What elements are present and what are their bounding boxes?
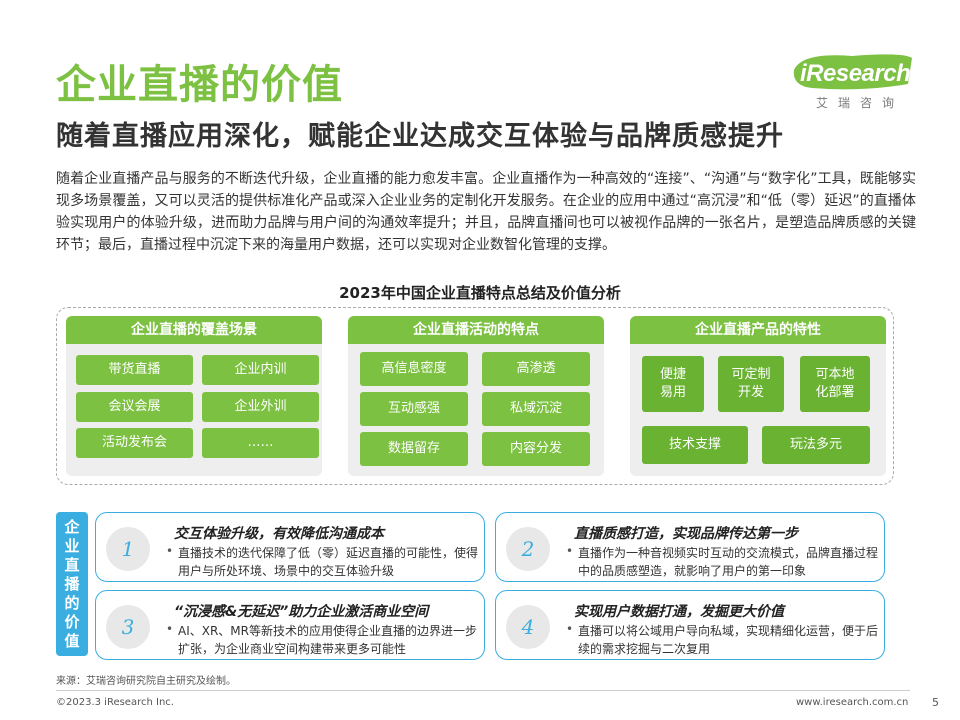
card-title: “沉浸感&无延迟”助力企业激活商业空间: [174, 604, 429, 620]
chip-item: ……: [202, 428, 319, 458]
card-title: 直播质感打造，实现品牌传达第一步: [574, 526, 798, 542]
label-char: 直: [64, 555, 80, 574]
chip-item: 会议会展: [76, 392, 193, 422]
chip-item: 活动发布会: [76, 428, 193, 458]
card-title: 交互体验升级，有效降低沟通成本: [174, 526, 384, 542]
chip-item: 高信息密度: [360, 352, 468, 386]
panel-title: 企业直播的覆盖场景: [66, 316, 322, 344]
value-section-label: 企 业 直 播 的 价 值: [56, 512, 88, 656]
label-char: 业: [64, 536, 80, 555]
chip-item: 内容分发: [482, 432, 590, 466]
chip-item: 玩法多元: [762, 426, 870, 464]
logo-text: iResearch: [800, 60, 911, 87]
diagram-frame: [56, 307, 894, 485]
chip-item: 数据留存: [360, 432, 468, 466]
card-number-badge: 3: [106, 605, 150, 649]
panel-title: 企业直播活动的特点: [348, 316, 604, 344]
panel-activity-features: 企业直播活动的特点 高信息密度 高渗透 互动感强 私域沉淀 数据留存 内容分发: [348, 316, 604, 476]
card-number-badge: 2: [506, 527, 550, 571]
logo-cn-text: 艾瑞咨询: [816, 96, 905, 110]
card-number-badge: 1: [106, 527, 150, 571]
chip-item: 带货直播: [76, 355, 193, 385]
chip-item: 可定制 开发: [718, 356, 784, 412]
label-char: 的: [64, 593, 80, 612]
card-text: 直播技术的迭代保障了低（零）延迟直播的可能性，使得用户与所处环境、场景中的交互体…: [178, 546, 479, 578]
chip-item: 私域沉淀: [482, 392, 590, 426]
bullet-icon: •: [166, 544, 174, 558]
card-text: 直播作为一种音视频实时互动的交流模式，品牌直播过程中的品质感塑造，就影响了用户的…: [578, 546, 879, 578]
card-title: 实现用户数据打通，发掘更大价值: [574, 604, 784, 620]
source-note: 来源：艾瑞咨询研究院自主研究及绘制。: [56, 676, 236, 687]
chip-item: 便捷 易用: [642, 356, 704, 412]
diagram-title: 2023年中国企业直播特点总结及价值分析: [339, 284, 621, 302]
footer-divider: [56, 690, 910, 691]
value-card-1: 1 交互体验升级，有效降低沟通成本 • 直播技术的迭代保障了低（零）延迟直播的可…: [95, 512, 485, 582]
page-subtitle: 随着直播应用深化，赋能企业达成交互体验与品牌质感提升: [56, 121, 784, 152]
panel-title: 企业直播产品的特性: [630, 316, 886, 344]
chip-item: 高渗透: [482, 352, 590, 386]
value-card-4: 4 实现用户数据打通，发掘更大价值 • 直播可以将公域用户导向私域，实现精细化运…: [495, 590, 885, 660]
chip-item: 技术支撑: [642, 426, 748, 464]
value-card-3: 3 “沉浸感&无延迟”助力企业激活商业空间 • AI、XR、MR等新技术的应用使…: [95, 590, 485, 660]
chip-item: 企业外训: [202, 392, 319, 422]
card-text: 直播可以将公域用户导向私域，实现精细化运营，便于后续的需求挖掘与二次复用: [578, 624, 879, 656]
copyright-text: ©2023.3 iResearch Inc.: [56, 697, 174, 708]
panel-coverage-scenes: 企业直播的覆盖场景 带货直播 企业内训 会议会展 企业外训 活动发布会 ……: [66, 316, 322, 476]
label-char: 企: [64, 517, 80, 536]
card-number-badge: 4: [506, 605, 550, 649]
bullet-icon: •: [566, 622, 574, 636]
intro-paragraph: 随着企业直播产品与服务的不断迭代升级，企业直播的能力愈发丰富。企业直播作为一种高…: [56, 171, 916, 253]
chip-item: 互动感强: [360, 392, 468, 426]
label-char: 价: [64, 612, 80, 631]
page-number: 5: [932, 696, 939, 709]
panel-product-traits: 企业直播产品的特性 便捷 易用 可定制 开发 可本地 化部署 技术支撑 玩法多元: [630, 316, 886, 476]
chip-item: 企业内训: [202, 355, 319, 385]
chip-item: 可本地 化部署: [800, 356, 870, 412]
iresearch-logo: iResearch 艾瑞咨询: [792, 50, 914, 112]
website-link[interactable]: www.iresearch.com.cn: [796, 697, 909, 708]
page-title: 企业直播的价值: [56, 62, 343, 108]
card-text: AI、XR、MR等新技术的应用使得企业直播的边界进一步扩张，为企业商业空间构建带…: [178, 624, 477, 656]
value-card-2: 2 直播质感打造，实现品牌传达第一步 • 直播作为一种音视频实时互动的交流模式，…: [495, 512, 885, 582]
bullet-icon: •: [166, 622, 174, 636]
bullet-icon: •: [566, 544, 574, 558]
label-char: 值: [64, 631, 80, 650]
label-char: 播: [64, 574, 80, 593]
logo-leaf-shape: [793, 54, 912, 90]
